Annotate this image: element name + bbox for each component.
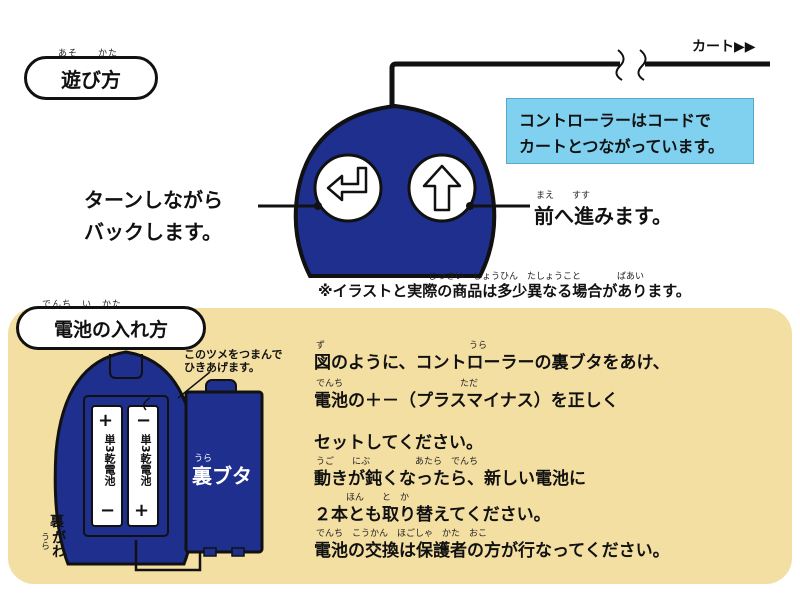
back-side-label-2: がわ (50, 530, 66, 558)
back-side-label-1: 裏 (50, 514, 64, 530)
controller-back-illustration (53, 350, 199, 566)
tab-note-2: ひきあげます。 (184, 361, 260, 374)
battery-title-ruby: でんち い かた (42, 300, 123, 310)
turn-back-pointer (258, 202, 322, 210)
instruction-line-2: 電池の＋－（プラスマイナス）を正しく (314, 391, 619, 411)
cord-info-box: コントローラーはコードで カートとつながっています。 (506, 98, 754, 164)
back-side-label: 裏 がわ (50, 514, 66, 558)
instruction-line-5: ２本とも取り替えてください。 (314, 505, 551, 525)
turn-back-label-2: バックします。 (84, 220, 222, 244)
instruction-ruby-2: でんち ただ (316, 379, 479, 389)
turn-back-arrow-icon[interactable] (320, 160, 376, 216)
forward-pointer (466, 202, 530, 210)
play-title-ruby: あそ かた (58, 49, 119, 59)
tab-note-1: このツメをつまんで (184, 348, 283, 361)
lid-ruby: うら (194, 454, 213, 464)
battery-left-plus: + (98, 410, 114, 431)
battery-lid (184, 379, 264, 557)
forward-label: 前へ進みます。 (534, 204, 672, 228)
info-line-1: コントローラーはコードで (519, 111, 712, 130)
instruction-ruby-5: ほん と か (346, 493, 410, 503)
instruction-ruby-6: でんち こうかん ほごしゃ かた おこ (316, 529, 488, 539)
battery-left-minus: − (100, 500, 116, 521)
back-side-ruby: うら (39, 532, 49, 550)
info-line-2: カートとつながっています。 (519, 137, 724, 156)
note-ruby: じっさい しょうひん たしょうこと ばあい (428, 272, 645, 282)
forward-label-ruby: まえ すす (536, 191, 591, 201)
forward-arrow-icon[interactable] (414, 160, 470, 216)
instruction-line-6: 電池の交換は保護者の方が行なってください。 (314, 541, 670, 561)
battery-right-minus: − (136, 410, 152, 431)
battery-left-text: 単3乾電池 (103, 434, 116, 486)
battery-right: − 単3乾電池 + (128, 406, 158, 526)
lid-label: 裏ブタ (192, 464, 252, 488)
controller-cord (389, 49, 770, 110)
tab-note: このツメをつまんで ひきあげます。 (184, 348, 282, 374)
play-title: 遊び方 (61, 67, 121, 92)
battery-title-badge: 電池の入れ方 (16, 306, 206, 350)
turn-back-label-1: ターンしながら (84, 188, 223, 212)
product-note: ※イラストと実際の商品は多少異なる場合があります。 (318, 282, 691, 300)
play-title-badge: 遊び方 (24, 56, 158, 100)
instruction-line-4: 動きが鈍くなったら、新しい電池に (314, 469, 586, 489)
battery-right-text: 単3乾電池 (139, 434, 152, 486)
battery-left: + 単3乾電池 − (92, 406, 122, 526)
battery-right-plus: + (134, 500, 150, 521)
cart-label: カート▶▶ (692, 39, 756, 55)
battery-title: 電池の入れ方 (53, 318, 168, 341)
instruction-line-3: セットしてください。 (314, 433, 483, 453)
instruction-ruby-4: うご にぶ あたら でんち (316, 457, 479, 467)
instruction-line-1: 図のように、コントローラーの裏ブタをあけ、 (314, 353, 670, 373)
instruction-ruby-1: ず うら (316, 341, 488, 351)
